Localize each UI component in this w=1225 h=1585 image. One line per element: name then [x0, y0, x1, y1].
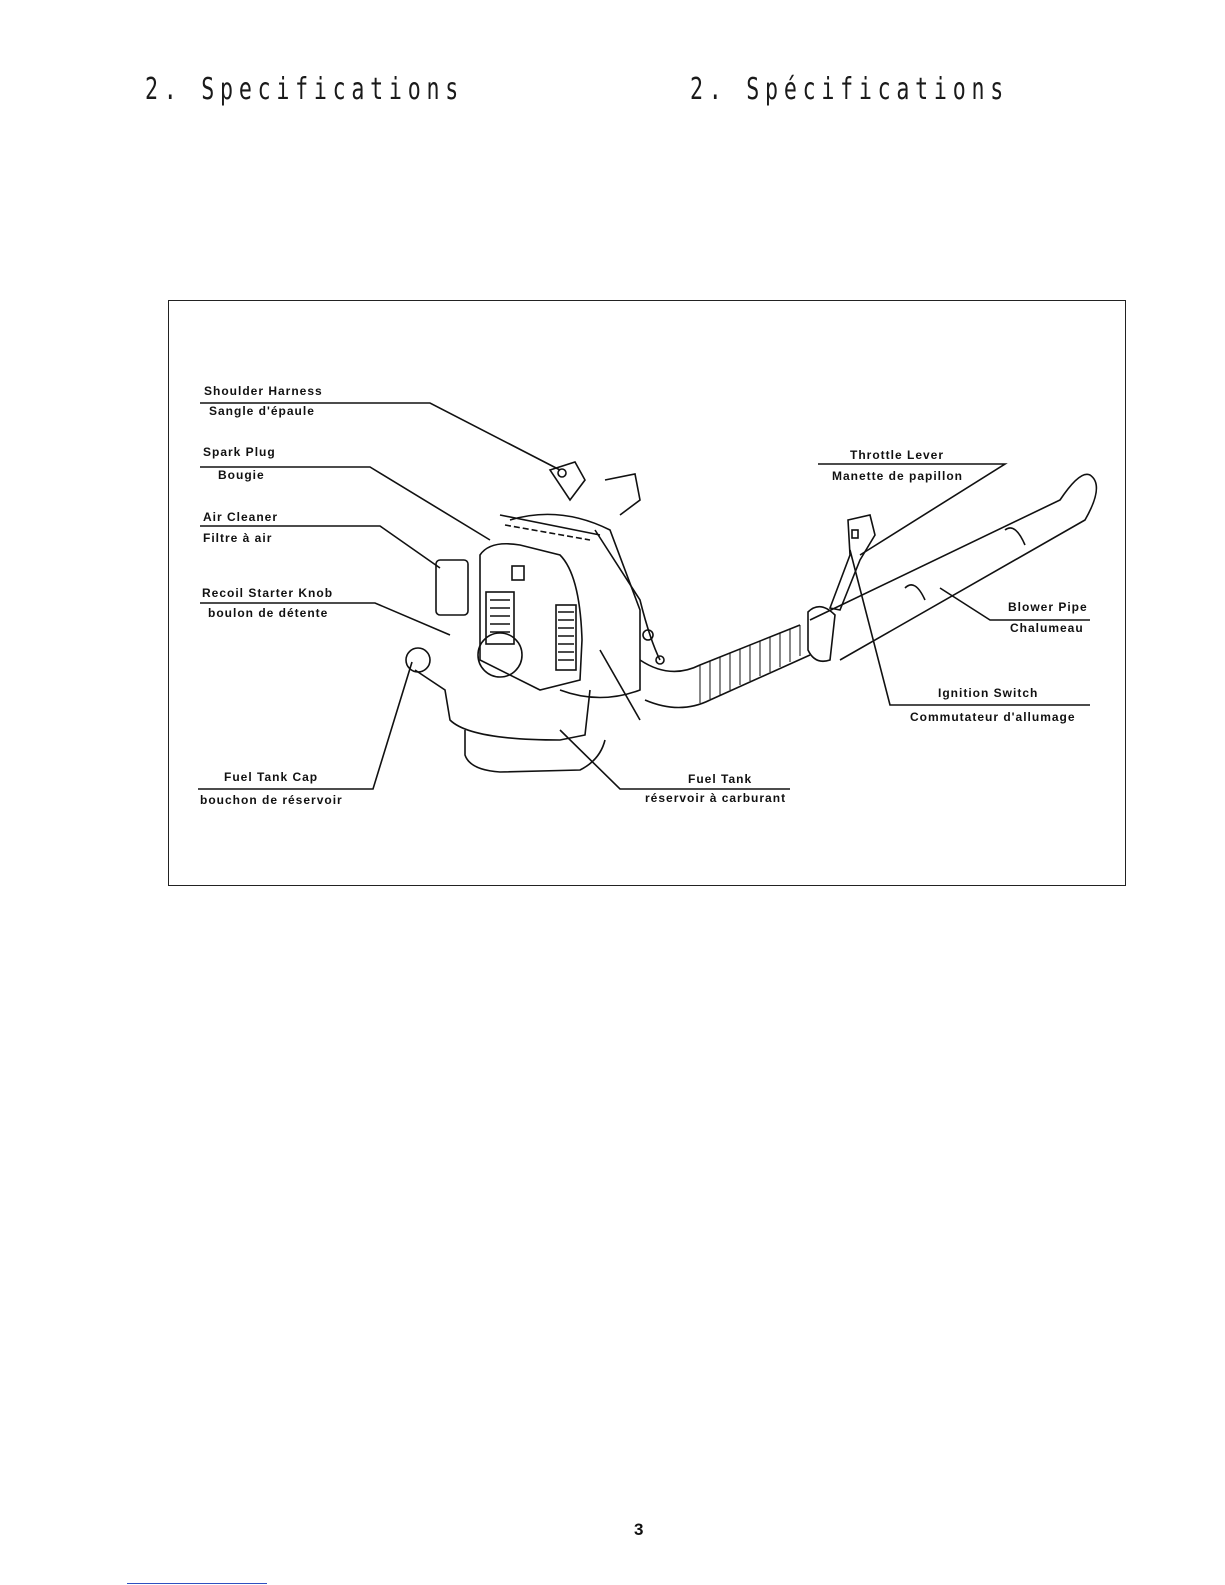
label-shoulder-harness: Shoulder Harness — [204, 384, 323, 398]
label-fuel-tank: Fuel Tank — [688, 772, 753, 786]
label-blower-pipe: Blower Pipe — [1008, 600, 1088, 614]
blower-body-drawing — [405, 461, 641, 773]
heading-french: 2. Spécifications — [690, 72, 1009, 107]
leader-lines — [198, 402, 1090, 790]
label-reservoir-carburant: réservoir à carburant — [645, 791, 787, 805]
label-chalumeau: Chalumeau — [1010, 621, 1084, 635]
label-air-cleaner: Air Cleaner — [203, 510, 279, 524]
label-bougie: Bougie — [218, 468, 265, 482]
heading-english: 2. Specifications — [145, 72, 464, 107]
label-filtre-air: Filtre à air — [203, 531, 273, 545]
diagram-frame — [168, 300, 1126, 886]
label-recoil-starter: Recoil Starter Knob — [202, 586, 334, 600]
label-ignition-switch: Ignition Switch — [938, 686, 1039, 700]
label-bouchon-reservoir: bouchon de réservoir — [200, 793, 343, 807]
label-sangle-epaule: Sangle d'épaule — [209, 404, 315, 418]
label-commutateur-allumage: Commutateur d'allumage — [910, 710, 1076, 724]
label-fuel-tank-cap: Fuel Tank Cap — [224, 770, 319, 784]
label-boulon-detente: boulon de détente — [208, 606, 329, 620]
blower-pipe-drawing — [639, 473, 1098, 709]
label-throttle-lever: Throttle Lever — [850, 448, 945, 462]
label-spark-plug: Spark Plug — [203, 445, 276, 459]
label-manette-papillon: Manette de papillon — [832, 469, 964, 483]
harness-strap-drawing — [594, 529, 665, 665]
footer-line — [127, 1583, 267, 1584]
page-number: 3 — [634, 1520, 644, 1539]
